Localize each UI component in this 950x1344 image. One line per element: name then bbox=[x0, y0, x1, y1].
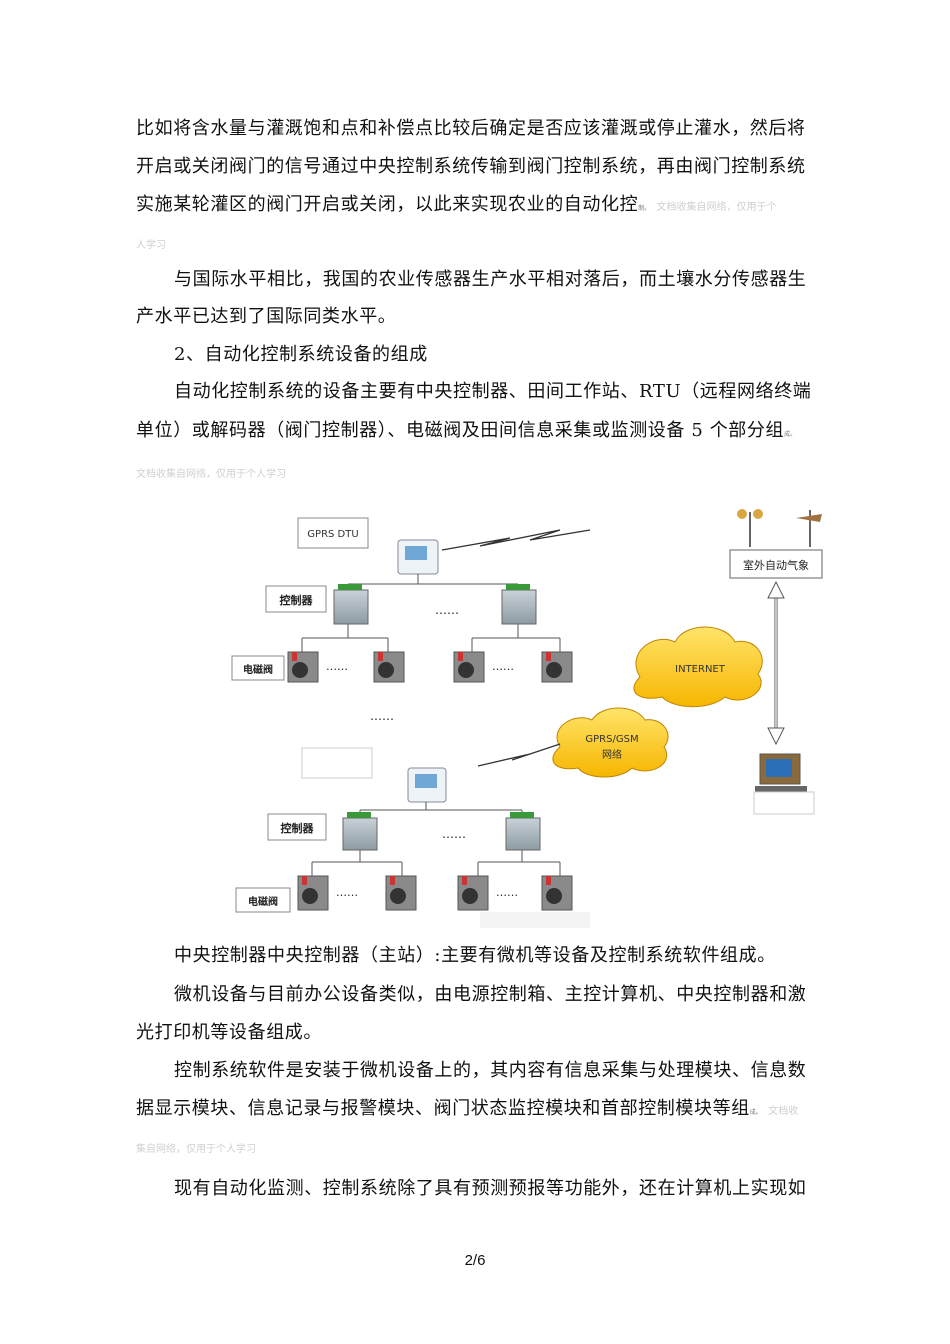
solenoid-valve-icon bbox=[453, 651, 485, 683]
internet-cloud-icon: INTERNET bbox=[633, 626, 763, 708]
svg-text:控制器: 控制器 bbox=[280, 593, 314, 607]
solenoid-valve-icon bbox=[385, 875, 417, 911]
svg-text:室外自动气象: 室外自动气象 bbox=[743, 558, 809, 572]
solenoid-valve-icon bbox=[287, 651, 319, 683]
ellipsis-text: …… bbox=[496, 886, 518, 899]
paragraph-line: 据显示模块、信息记录与报警模块、阀门状态监控模块和首部控制模块等组成。 文档收 bbox=[136, 1097, 798, 1125]
tiny-char: 成。 bbox=[784, 431, 797, 438]
paragraph-line: 实施某轮灌区的阀门开启或关闭，以此来实现农业的自动化控制。 文档收集自网络，仅用… bbox=[136, 193, 777, 221]
ellipsis-text: …… bbox=[492, 660, 514, 673]
controller-label: 控制器 bbox=[265, 585, 327, 613]
svg-text:电磁阀: 电磁阀 bbox=[248, 895, 278, 908]
solenoid-valve-icon bbox=[373, 651, 405, 683]
paragraph-line: 微机设备与目前办公设备类似，由电源控制箱、主控计算机、中央控制器和激 bbox=[174, 984, 807, 1005]
wireless-link-icon bbox=[441, 529, 591, 551]
solenoid-valve-icon bbox=[541, 651, 573, 683]
gprs-gsm-cloud-icon: GPRS/GSM 网络 bbox=[552, 707, 669, 778]
tiny-char: 制。 bbox=[638, 205, 651, 212]
svg-text:GPRS/GSM: GPRS/GSM bbox=[585, 734, 638, 745]
valve-label: 电磁阀 bbox=[231, 655, 285, 681]
faded-caption-box bbox=[480, 912, 590, 928]
paragraph-line: 自动化控制系统的设备主要有中央控制器、田间工作站、RTU（远程网络终端 bbox=[174, 381, 812, 402]
section-heading: 2、自动化控制系统设备的组成 bbox=[174, 344, 428, 365]
weather-station-icon bbox=[737, 509, 822, 547]
ellipsis-text: …… bbox=[442, 827, 466, 841]
ellipsis-text: …… bbox=[370, 709, 394, 723]
connection-lines bbox=[311, 802, 561, 876]
paragraph-line: 单位）或解码器（阀门控制器）、电磁阀及田间信息采集或监测设备 5 个部分组成。 bbox=[136, 419, 796, 447]
valve-label: 电磁阀 bbox=[235, 887, 291, 913]
watermark-text: 文档收集自网络，仅用于个 bbox=[656, 202, 777, 213]
solenoid-valve-icon bbox=[297, 875, 329, 911]
solenoid-valve-icon bbox=[541, 875, 573, 911]
svg-text:控制器: 控制器 bbox=[281, 821, 315, 835]
computer-icon bbox=[755, 753, 807, 792]
paragraph-line: 控制系统软件是安装于微机设备上的，其内容有信息采集与处理模块、信息数 bbox=[174, 1060, 807, 1081]
faded-label-box bbox=[301, 747, 373, 779]
controller-device-icon bbox=[342, 812, 378, 851]
faded-label-box bbox=[753, 791, 815, 815]
weather-label: 室外自动气象 bbox=[729, 549, 823, 579]
paragraph-text: 实施某轮灌区的阀门开启或关闭，以此来实现农业的自动化控 bbox=[136, 194, 639, 215]
tiny-char: 成。 bbox=[749, 1109, 762, 1116]
svg-text:GPRS DTU: GPRS DTU bbox=[307, 529, 358, 540]
gprs-dtu-label: GPRS DTU bbox=[297, 517, 369, 549]
watermark-text: 集自网络，仅用于个人学习 bbox=[136, 1144, 256, 1155]
paragraph-text: 据显示模块、信息记录与报警模块、阀门状态监控模块和首部控制模块等组 bbox=[136, 1098, 750, 1119]
page-number: 2/6 bbox=[464, 1252, 486, 1269]
gprs-modem-icon bbox=[397, 539, 439, 575]
svg-text:INTERNET: INTERNET bbox=[675, 664, 726, 675]
gprs-modem-icon bbox=[407, 767, 447, 803]
watermark-text: 文档收集自网络，仅用于个人学习 bbox=[136, 469, 286, 480]
controller-device-icon bbox=[333, 584, 369, 625]
watermark-text: 人学习 bbox=[136, 240, 166, 251]
paragraph-line: 现有自动化监测、控制系统除了具有预测预报等功能外，还在计算机上实现如 bbox=[174, 1178, 807, 1199]
svg-text:网络: 网络 bbox=[602, 748, 622, 761]
double-arrow-icon bbox=[767, 580, 785, 746]
paragraph-line: 中央控制器中央控制器（主站）:主要有微机等设备及控制系统软件组成。 bbox=[174, 945, 776, 966]
ellipsis-text: …… bbox=[435, 603, 459, 617]
controller-device-icon bbox=[505, 812, 541, 851]
paragraph-line: 比如将含水量与灌溉饱和点和补偿点比较后确定是否应该灌溉或停止灌水，然后将 bbox=[136, 118, 806, 139]
ellipsis-text: …… bbox=[336, 886, 358, 899]
paragraph-line: 与国际水平相比，我国的农业传感器生产水平相对落后，而土壤水分传感器生 bbox=[174, 269, 807, 290]
paragraph-line: 产水平已达到了国际同类水平。 bbox=[136, 306, 397, 327]
paragraph-line: 光打印机等设备组成。 bbox=[136, 1022, 322, 1043]
paragraph-text: 单位）或解码器（阀门控制器）、电磁阀及田间信息采集或监测设备 5 个部分组 bbox=[136, 420, 785, 441]
controller-label: 控制器 bbox=[267, 813, 327, 841]
watermark-text: 文档收 bbox=[768, 1106, 799, 1117]
controller-device-icon bbox=[501, 584, 537, 625]
ellipsis-text: …… bbox=[326, 660, 348, 673]
system-diagram: GPRS DTU 控制器 …… 电磁阀 … bbox=[231, 509, 823, 928]
paragraph-line: 开启或关闭阀门的信号通过中央控制系统传输到阀门控制系统，再由阀门控制系统 bbox=[136, 156, 806, 177]
svg-text:电磁阀: 电磁阀 bbox=[243, 663, 273, 676]
wireless-link-icon bbox=[477, 743, 561, 767]
solenoid-valve-icon bbox=[457, 875, 489, 911]
